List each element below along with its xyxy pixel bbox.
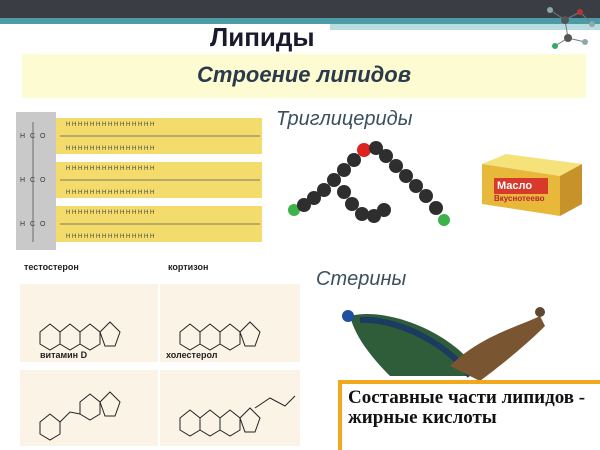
- top-bar: [0, 0, 600, 18]
- svg-text:H H H H H H H H H H H H H H H: H H H H H H H H H H H H H H H: [66, 210, 154, 216]
- subtitle-band: Строение липидов: [22, 54, 586, 98]
- svg-text:C: C: [30, 221, 35, 228]
- butter-package-image: [482, 154, 582, 216]
- triglyceride-3d-model: [288, 141, 450, 226]
- slide-title: Липиды: [210, 22, 315, 52]
- label-cholesterol: холестерол: [166, 350, 218, 360]
- svg-text:C: C: [30, 133, 35, 140]
- svg-text:O: O: [40, 133, 46, 140]
- svg-text:H: H: [20, 177, 25, 184]
- svg-text:H H H H H H H H H H H H H H H: H H H H H H H H H H H H H H H: [66, 122, 154, 128]
- svg-text:C: C: [30, 177, 35, 184]
- svg-text:H: H: [20, 221, 25, 228]
- label-sterols: Стерины: [316, 268, 407, 290]
- svg-text:H H H H H H H H H H H H H H H: H H H H H H H H H H H H H H H: [66, 166, 154, 172]
- label-cortisone: кортизон: [168, 262, 208, 272]
- svg-text:H H H H H H H H H H H H H H H: H H H H H H H H H H H H H H H: [66, 190, 154, 196]
- svg-text:O: O: [40, 177, 46, 184]
- svg-text:H H H H H H H H H H H H H H H: H H H H H H H H H H H H H H H: [66, 234, 154, 240]
- svg-text:H H H H H H H H H H H H H H H: H H H H H H H H H H H H H H H: [66, 146, 154, 152]
- butter-slogan: Вкуснотеево: [494, 194, 545, 203]
- info-box: Составные части липидов - жирные кислоты: [338, 380, 600, 450]
- info-box-text: Составные части липидов - жирные кислоты: [342, 384, 600, 450]
- label-vitamin-d: витамин D: [40, 350, 88, 360]
- label-testosterone: тестостерон: [24, 262, 79, 272]
- svg-text:O: O: [40, 221, 46, 228]
- top-accent-stripe: [0, 18, 600, 24]
- molecule-decoration-icon: [547, 7, 595, 49]
- svg-text:H: H: [20, 133, 25, 140]
- label-triglycerides: Триглицериды: [276, 108, 413, 130]
- steroid-structures: тестостерон кортизон витамин D холестеро…: [20, 262, 300, 446]
- butter-brand: Масло: [497, 180, 533, 192]
- peacock-image: [342, 307, 545, 381]
- top-light-stripe: [330, 24, 600, 30]
- slide-subtitle: Строение липидов: [197, 62, 411, 87]
